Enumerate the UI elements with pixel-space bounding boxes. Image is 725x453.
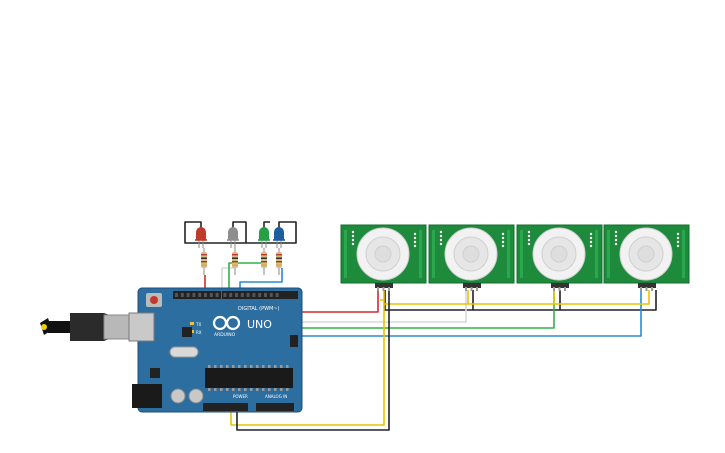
usb-cable-wire [48,321,70,333]
pir-dome [356,227,410,281]
analog-label: ANALOG IN [265,394,287,399]
usb-port [128,312,155,342]
analog-header [256,403,294,411]
rx-label: RX [196,330,202,335]
icsp-header [290,335,298,347]
pir-dome [619,227,673,281]
resistor-4[interactable] [276,248,282,275]
pir-pin-header [463,283,481,291]
wire-red-sensor1[interactable] [292,290,379,313]
digital-label: DIGITAL (PWM~) [238,306,280,312]
digital-header [173,291,298,299]
usb-chip [182,327,192,337]
board-model-label: UNO [247,318,272,331]
pir-sensor-4[interactable] [603,224,690,291]
pir-sensor-2[interactable] [428,224,515,291]
board-brand-label: ARDUINO [214,332,236,338]
pir-pin-header [551,283,569,291]
capacitor-1 [170,388,186,404]
tx-label: TX [195,322,201,327]
resistor-3[interactable] [261,248,267,275]
microcontroller-chip [205,368,293,388]
capacitor-2 [188,388,204,404]
usb-cable-end-icon [41,324,47,330]
power-label: POWER [233,394,248,399]
usb-plug-body [70,313,112,341]
pir-pin-header [638,283,656,291]
pir-sensor-3[interactable] [516,224,603,291]
arduino-logo-icon [212,315,241,331]
pir-sensors [340,224,690,291]
led-2[interactable] [227,227,239,248]
arduino-board[interactable]: DIGITAL (PWM~) UNO ARDUINO TX RX POWER A… [128,287,303,413]
led-3[interactable] [258,227,270,248]
pir-sensor-1[interactable] [340,224,427,291]
wire-gray-led-pin12[interactable] [221,267,234,297]
reset-button-cap [150,296,158,304]
usb-cable[interactable] [40,313,145,341]
power-jack [132,384,162,408]
leds [195,227,285,275]
wire-green-led-pin11[interactable] [228,262,263,297]
wire-black-gnd-bottom[interactable] [236,290,390,431]
power-header [203,403,248,411]
pir-dome [444,227,498,281]
resistor-1[interactable] [201,248,207,275]
led-4[interactable] [273,227,285,248]
wire-white-sensor1[interactable] [282,290,467,323]
regulator-chip [150,368,160,378]
led-1[interactable] [195,227,207,248]
resistor-2[interactable] [232,248,238,275]
wire-blue-sensor4[interactable] [259,290,642,337]
wire-yellow-vcc[interactable] [230,290,650,426]
pir-dome [532,227,586,281]
pir-pin-header [375,283,393,291]
crystal [169,346,199,358]
